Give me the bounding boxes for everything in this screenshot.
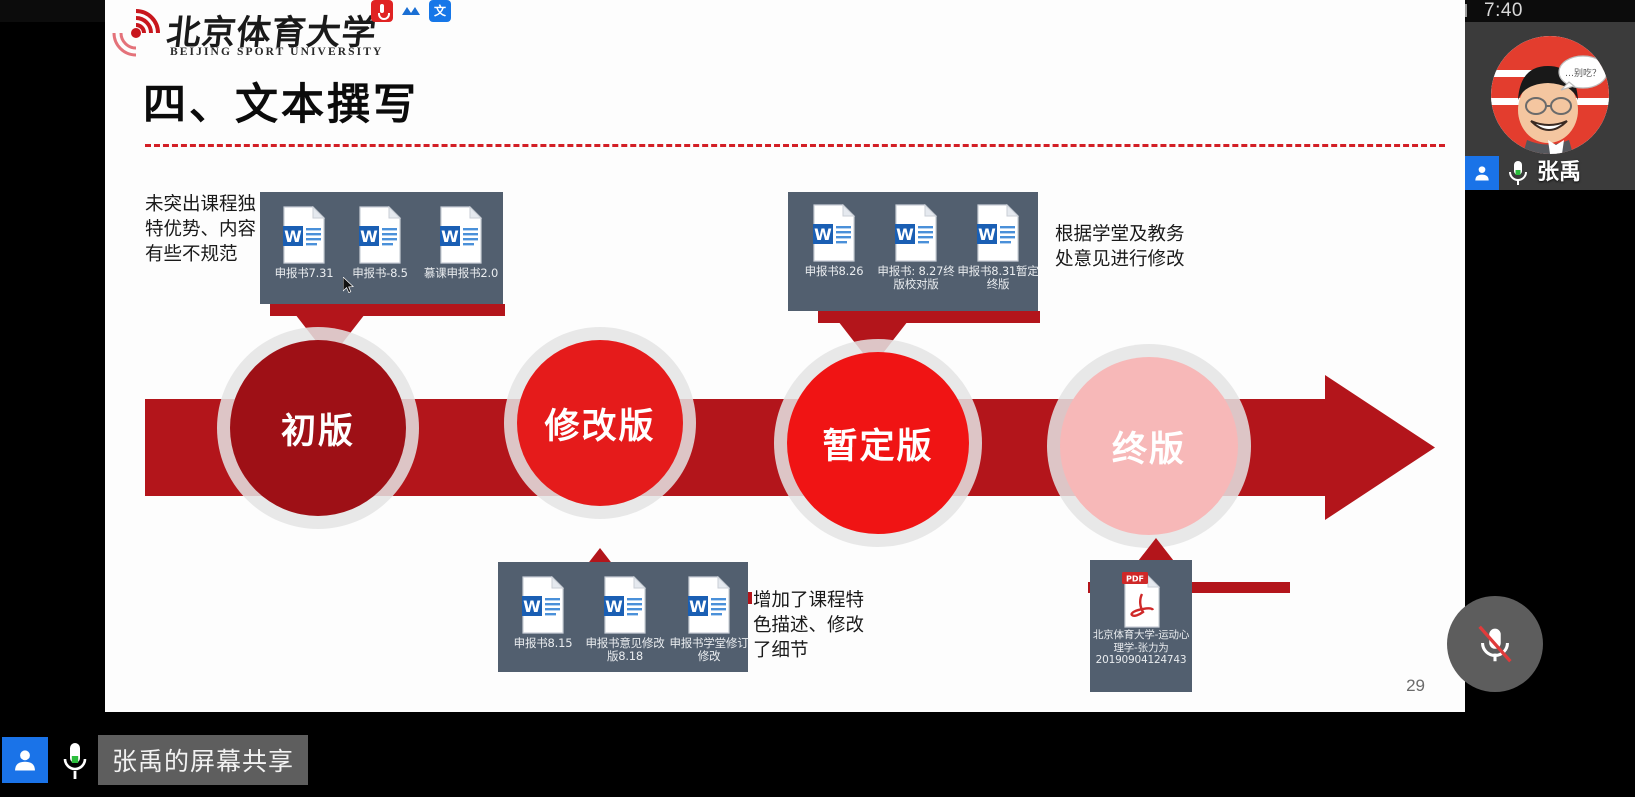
doc-label: 申报书学堂修订修改 [669,636,749,663]
doc-label: 申报书: 8.27终版校对版 [877,264,955,291]
stage-node-3[interactable]: 终版 [1060,357,1238,535]
wenzi-badge-label: 文 [433,4,446,18]
svg-text:W: W [523,597,541,616]
stage-node-2[interactable]: 暂定版 [787,352,969,534]
word-document-icon: W [686,576,732,634]
stage-node-1[interactable]: 修改版 [517,340,683,506]
doc-label: 申报书-8.5 [352,266,408,280]
university-seal-icon [112,9,160,57]
participant-video-tile[interactable]: …别吃？ 张禹 [1465,22,1635,190]
doc-label: 申报书意见修改版8.18 [585,636,665,663]
doc-label: 申报书8.31暂定终版 [957,264,1039,291]
stage-label: 终版 [1111,429,1186,470]
page-title: 四、文本撰写 [143,80,419,130]
annotation-provisional: 根据学堂及教务 处意见进行修改 [1055,224,1185,270]
doc-item[interactable]: W 慕课申报书2.0 [418,206,504,280]
location-pin-icon [371,0,393,22]
svg-text:W: W [896,225,914,244]
word-document-icon: W [357,206,403,264]
wave-icon [402,7,420,15]
status-bar: 张禹的屏幕共享 [0,712,1635,797]
word-document-icon: W [975,204,1021,262]
svg-text:W: W [978,225,996,244]
svg-text:W: W [689,597,707,616]
slide-number: 29 [1406,676,1425,695]
logo-english-name: BEIJING SPORT UNIVERSITY [170,46,384,58]
doc-item[interactable]: PDF 北京体育大学-运动心理学-张力为20190904124743 [1090,570,1192,667]
doc-label: 申报书8.26 [804,264,864,278]
timer-divider [1464,4,1467,17]
microphone-icon[interactable] [60,740,90,782]
avatar: …别吃？ [1491,36,1609,154]
doc-item[interactable]: W 申报书8.26 [793,204,875,291]
doc-item[interactable]: W 申报书8.31暂定终版 [957,204,1039,291]
doc-item[interactable]: W 申报书7.31 [266,206,342,280]
microphone-muted-icon [1478,625,1512,663]
mouse-cursor-icon [343,277,354,293]
word-document-icon: W [893,204,939,262]
word-document-icon: W [438,206,484,264]
doc-label: 北京体育大学-运动心理学-张力为20190904124743 [1092,629,1190,666]
meeting-timer: 7:40 [1484,0,1523,21]
stage-label: 暂定版 [822,426,934,467]
participant-name: 张禹 [1537,160,1582,185]
title-divider [145,144,1445,147]
doc-label: 申报书8.15 [513,636,573,650]
screen-share-indicator: 张禹的屏幕共享 [98,735,309,785]
doc-item[interactable]: W 申报书意见修改版8.18 [583,576,667,663]
doc-group-first-draft[interactable]: W 申报书7.31 W [260,192,503,304]
word-document-icon: W [811,204,857,262]
word-document-icon: W [281,206,327,264]
doc-item[interactable]: W 申报书学堂修订修改 [667,576,751,663]
university-logo: 北京体育大学 BEIJING SPORT UNIVERSITY [110,5,381,61]
doc-item[interactable]: W 申报书-8.5 [342,206,418,280]
left-gutter [0,0,105,712]
mute-button[interactable] [1447,596,1543,692]
doc-item[interactable]: W 申报书8.15 [503,576,583,663]
person-icon [1465,156,1499,190]
stage-label: 修改版 [544,406,656,447]
stage-node-0[interactable]: 初版 [230,340,406,516]
svg-text:…别吃？: …别吃？ [1565,67,1601,79]
wenzi-badge-icon [429,0,451,22]
doc-group-provisional[interactable]: W 申报书8.26 W [788,192,1039,311]
doc-item[interactable]: W 申报书: 8.27终版校对版 [875,204,957,291]
doc-group-final[interactable]: PDF 北京体育大学-运动心理学-张力为20190904124743 [1090,560,1192,692]
microphone-icon[interactable] [1505,159,1531,187]
shared-slide: 北京体育大学 BEIJING SPORT UNIVERSITY 文 四、文本撰写… [105,0,1465,712]
svg-text:PDF: PDF [1126,575,1144,584]
doc-group-revised[interactable]: W 申报书8.15 W [498,562,751,672]
word-document-icon: W [602,576,648,634]
svg-text:W: W [605,597,623,616]
word-document-icon: W [520,576,566,634]
screen-share-label: 张禹的屏幕共享 [112,747,295,776]
stage-label: 初版 [280,411,355,452]
annotation-revised: 增加了课程特 色描述、修改 了细节 [753,590,865,661]
svg-text:W: W [360,227,378,246]
doc-label: 慕课申报书2.0 [423,266,499,280]
svg-text:W: W [814,225,832,244]
doc-label: 申报书7.31 [274,266,334,280]
pdf-document-icon: PDF [1118,570,1164,628]
annotation-first-draft: 未突出课程独 特优势、内容 有些不规范 [145,194,257,265]
svg-text:W: W [441,227,459,246]
svg-text:W: W [284,227,302,246]
person-icon [2,737,48,783]
